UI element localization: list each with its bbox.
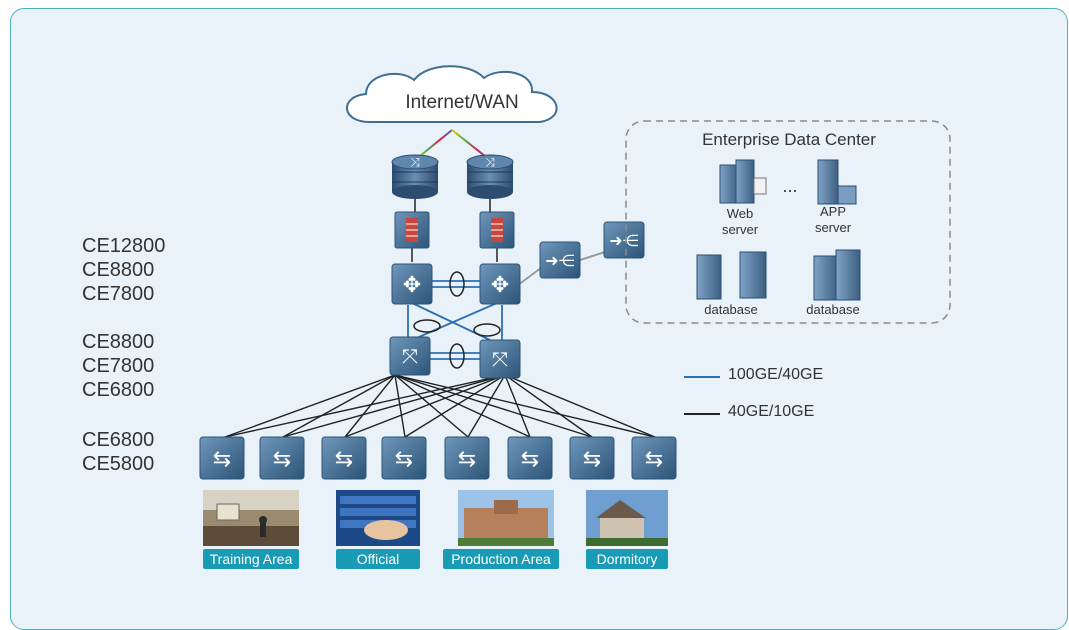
svg-text:⇆: ⇆ [335,447,353,472]
svg-text:➜⋲: ➜⋲ [609,231,638,250]
tier-model: CE7800 [82,283,155,305]
web-server-label-line1: Web [727,206,754,221]
svg-text:✥: ✥ [491,273,509,298]
tier-model: CE6800 [82,429,155,451]
load-balancer-icon: ➜⋲ [603,221,645,259]
router-icon: ⤨ [466,154,514,199]
access-switch-icon: ⇆ [381,436,427,480]
tier-model: CE7800 [82,355,155,377]
svg-text:⇆: ⇆ [645,447,663,472]
svg-text:⇆: ⇆ [273,447,291,472]
access-tier-labels: CE6800 CE5800 [82,428,154,476]
app-server-icon [817,159,857,205]
link-aggregation-ellipses [413,271,501,369]
access-switch-icon: ⇆ [507,436,553,480]
svg-text:⇆: ⇆ [521,447,539,472]
web-server-icon [719,159,767,204]
core-tier-labels: CE12800 CE8800 CE7800 [82,234,165,306]
dormitory-photo [586,490,682,546]
tier-model: CE12800 [82,235,166,257]
access-switch-icon: ⇆ [444,436,490,480]
ellipsis-label: ... [782,176,797,196]
svg-text:✥: ✥ [403,273,421,298]
production-area-photo [458,490,554,546]
network-topology: ⤨ ⤨ ✥ ✥ ➜⋲ ➜⋲ [199,65,951,480]
data-center-box [625,120,951,324]
data-center-title: Enterprise Data Center [702,130,876,149]
database-label: database [806,302,860,317]
legend-label-40ge: 40GE/10GE [728,403,815,420]
router-icon: ⤨ [391,154,439,199]
area-label-training: Training Area [203,549,299,569]
tier-model: CE6800 [82,379,155,401]
access-switch-icon: ⇆ [321,436,367,480]
svg-text:⤧: ⤧ [402,344,418,368]
tier-model: CE5800 [82,453,155,475]
svg-text:⤨: ⤨ [485,155,495,169]
access-switch-icon: ⇆ [631,436,677,480]
legend-line-40ge [684,413,720,415]
training-area-photo [203,490,299,546]
cloud-label: Internet/WAN [405,92,518,113]
access-switch-icon: ⇆ [569,436,615,480]
tier-model: CE8800 [82,331,155,353]
area-label-dormitory: Dormitory [586,549,668,569]
svg-text:➜⋲: ➜⋲ [545,251,574,270]
svg-text:⇆: ⇆ [213,447,231,472]
aggregation-tier-labels: CE8800 CE7800 CE6800 [82,330,154,402]
tier-model: CE8800 [82,259,155,281]
official-photo [336,490,432,546]
area-label-production: Production Area [443,549,559,569]
svg-text:⇆: ⇆ [395,447,413,472]
aggregation-switch-icon: ⤧ [479,339,521,379]
access-switch-icon: ⇆ [259,436,305,480]
svg-text:⤧: ⤧ [492,347,508,371]
area-label-official: Official [336,549,420,569]
web-server-label: Web [727,206,754,221]
core-switch-icon: ✥ [391,263,433,305]
aggregation-switch-icon: ⤧ [389,336,431,376]
access-switches: ⇆ ⇆ ⇆ ⇆ ⇆ ⇆ ⇆ ⇆ [199,436,677,480]
svg-text:⇆: ⇆ [458,447,476,472]
app-server-label-line2: server [815,220,852,235]
firewall-icon [394,211,430,249]
firewall-icon [479,211,515,249]
svg-text:⤨: ⤨ [410,155,420,169]
access-switch-icon: ⇆ [199,436,245,480]
app-server-label-line1: APP [820,204,846,219]
internet-cloud-icon [346,65,558,123]
database-label: database [704,302,758,317]
legend-label-100ge: 100GE/40GE [728,366,824,383]
legend-line-100ge [684,376,720,378]
load-balancer-icon: ➜⋲ [539,241,581,279]
database-server-icon [813,249,861,301]
svg-text:⇆: ⇆ [583,447,601,472]
core-switch-icon: ✥ [479,263,521,305]
web-server-label-line2: server [722,222,759,237]
database-server-icon [696,251,767,300]
access-links [224,374,656,438]
